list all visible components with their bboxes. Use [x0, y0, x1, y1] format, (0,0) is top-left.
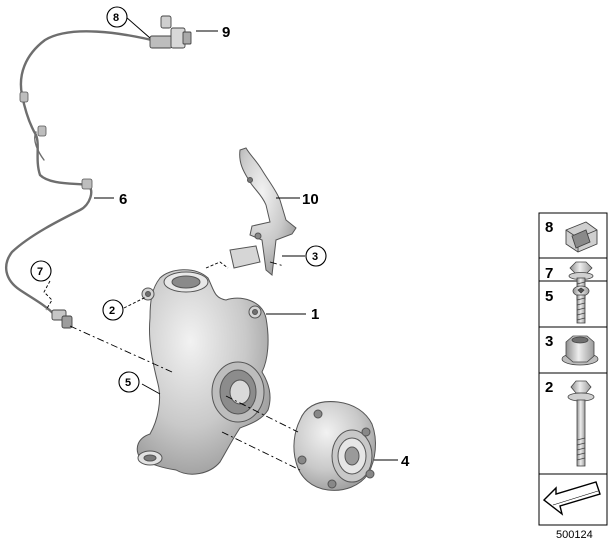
- svg-text:3: 3: [312, 251, 318, 263]
- sensor-bracket: [229, 147, 297, 276]
- cable-clip-icon: [565, 221, 598, 253]
- callout-10: 10: [302, 191, 319, 208]
- svg-text:1: 1: [311, 306, 319, 323]
- callout-5: 5: [118, 371, 140, 393]
- legend-item-3: 3: [545, 333, 599, 366]
- svg-text:3: 3: [545, 333, 553, 350]
- callout-6: 6: [119, 191, 127, 208]
- legend-item-2: 2: [545, 379, 595, 467]
- dashed-leaders: [43, 261, 229, 311]
- sensor-cable: [4, 30, 162, 317]
- cable-clips: [19, 91, 93, 190]
- svg-text:8: 8: [545, 219, 553, 236]
- sensor-connector: [149, 15, 192, 49]
- svg-text:2: 2: [109, 305, 115, 317]
- callout-7: 7: [30, 260, 52, 282]
- legend-item-8: 8: [545, 219, 598, 253]
- svg-text:9: 9: [222, 24, 230, 41]
- callout-1: 1: [311, 306, 319, 323]
- svg-text:5: 5: [125, 377, 131, 389]
- svg-text:8: 8: [113, 12, 119, 24]
- parts-legend: [538, 212, 608, 526]
- legend-item-5: 5: [545, 285, 590, 324]
- svg-text:5: 5: [545, 288, 553, 305]
- svg-text:7: 7: [37, 266, 43, 278]
- callout-8: 8: [106, 6, 128, 28]
- sensor-head: [51, 309, 73, 329]
- direction-arrow-icon: [542, 481, 601, 516]
- svg-text:7: 7: [545, 265, 553, 282]
- svg-text:2: 2: [545, 379, 553, 396]
- assembly-lines: [69, 261, 301, 471]
- document-number: 500124: [556, 529, 593, 541]
- callout-2: 2: [102, 299, 124, 321]
- callout-4: 4: [401, 453, 410, 470]
- wheel-hub: [293, 401, 376, 491]
- hex-collar-nut-icon: [561, 335, 599, 366]
- long-flange-bolt-icon: [567, 380, 595, 467]
- leader-lines: [94, 16, 398, 461]
- steering-knuckle: [136, 269, 271, 475]
- svg-text:4: 4: [401, 453, 410, 470]
- svg-text:6: 6: [119, 191, 127, 208]
- svg-text:10: 10: [302, 191, 319, 208]
- callout-3: 3: [305, 245, 327, 267]
- callout-9: 9: [222, 24, 230, 41]
- torx-bolt-icon: [572, 285, 590, 324]
